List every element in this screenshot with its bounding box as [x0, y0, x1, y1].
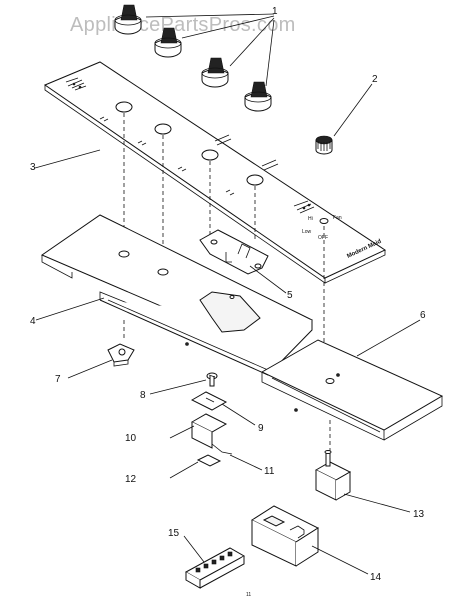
- bottom-mark: 11: [246, 592, 251, 598]
- panel-graphic-right: [293, 200, 315, 214]
- plate-cutout: [199, 291, 261, 333]
- callout-1: 1: [272, 6, 278, 17]
- control-knobs: 1: [114, 4, 278, 112]
- switch-fan-label: Fan: [333, 215, 342, 221]
- callout-13: 13: [413, 509, 425, 520]
- switch-spring: 11: [211, 443, 275, 477]
- callout-15: 15: [168, 528, 180, 539]
- terminal-block: 15: [168, 528, 246, 589]
- mounting-bracket: 5: [199, 229, 293, 301]
- knob-3: [201, 57, 229, 88]
- switch-low-label: Low: [302, 229, 312, 235]
- knob-1: [114, 4, 142, 35]
- knob-2: [154, 27, 182, 58]
- panel-markings: [99, 116, 279, 196]
- fan-switch: 13: [314, 450, 425, 520]
- callout-3: 3: [30, 162, 36, 173]
- panel-hole-1: [115, 101, 133, 113]
- screw: 8: [140, 372, 218, 401]
- watermark-text: AppliancePartsPros.com: [70, 14, 296, 36]
- side-plate: 6: [260, 310, 444, 441]
- knob-4: [244, 81, 272, 112]
- callout-7: 7: [55, 374, 61, 385]
- switch-contact: 12: [125, 454, 222, 485]
- panel-hole-switch: [319, 218, 329, 224]
- cover-box: 14: [250, 505, 382, 583]
- callout-11: 11: [264, 466, 275, 477]
- panel-graphic-left: [65, 77, 87, 91]
- switch-off-label: OFF: [318, 235, 328, 241]
- callout-10: 10: [125, 433, 137, 444]
- callout-8: 8: [140, 390, 146, 401]
- base-plate: 4: [30, 214, 313, 376]
- switch-bracket-upper: 9: [190, 391, 264, 434]
- callout-2: 2: [372, 74, 378, 85]
- panel-hole-2: [154, 123, 172, 135]
- clip: 7: [55, 343, 135, 385]
- callout-12: 12: [125, 474, 137, 485]
- switch-plate: 10: [125, 413, 228, 449]
- callout-9: 9: [258, 423, 264, 434]
- switch-hi-label: Hi: [308, 216, 313, 222]
- callout-5: 5: [287, 290, 293, 301]
- fan-switch-knob: 2: [315, 74, 378, 155]
- callout-14: 14: [370, 572, 382, 583]
- panel-hole-4: [246, 174, 264, 186]
- callout-4: 4: [30, 316, 36, 327]
- control-panel: Low OFF Hi Fan Modern Maid 3: [30, 61, 387, 284]
- callout-6: 6: [420, 310, 426, 321]
- panel-hole-3: [201, 149, 219, 161]
